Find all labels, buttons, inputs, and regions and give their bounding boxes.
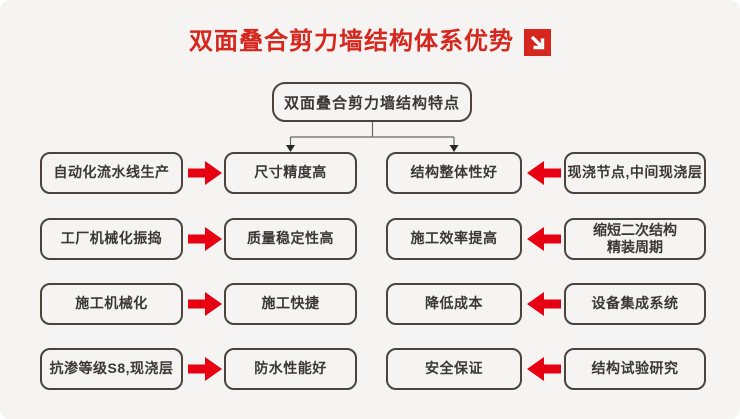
benefit-box-right: 结构整体性好 (386, 152, 522, 194)
page-title-bar: 双面叠合剪力墙结构体系优势 (0, 24, 740, 60)
benefit-box-left: 防水性能好 (224, 348, 357, 390)
benefit-box-right: 降低成本 (386, 283, 522, 325)
source-box-left: 施工机械化 (40, 283, 183, 325)
source-box-right: 结构试验研究 (564, 348, 706, 390)
source-box-left: 工厂机械化振捣 (40, 218, 183, 260)
flow-row: 施工机械化 施工快捷 降低成本 设备集成系统 (0, 283, 740, 325)
arrow-left-icon (527, 357, 561, 381)
arrow-left-icon (527, 292, 561, 316)
flow-row: 自动化流水线生产 尺寸精度高 结构整体性好 现浇节点,中间现浇层 (0, 152, 740, 194)
page-title: 双面叠合剪力墙结构体系优势 (189, 28, 514, 55)
flow-row: 工厂机械化振捣 质量稳定性高 施工效率提高 缩短二次结构 精装周期 (0, 218, 740, 260)
root-node: 双面叠合剪力墙结构特点 (272, 82, 472, 122)
arrow-right-icon (188, 357, 222, 381)
arrow-right-icon (188, 227, 222, 251)
flow-row: 抗渗等级S8,现浇层 防水性能好 安全保证 结构试验研究 (0, 348, 740, 390)
source-box-left: 抗渗等级S8,现浇层 (40, 348, 183, 390)
source-box-right: 现浇节点,中间现浇层 (564, 152, 706, 194)
benefit-box-left: 施工快捷 (224, 283, 357, 325)
arrow-down-right-icon (524, 28, 551, 56)
benefit-box-right: 施工效率提高 (386, 218, 522, 260)
arrow-left-icon (527, 227, 561, 251)
benefit-box-left: 质量稳定性高 (224, 218, 357, 260)
source-box-left: 自动化流水线生产 (40, 152, 183, 194)
benefit-box-left: 尺寸精度高 (224, 152, 357, 194)
arrow-right-icon (188, 292, 222, 316)
arrow-right-icon (188, 161, 222, 185)
arrow-left-icon (527, 161, 561, 185)
source-box-right: 设备集成系统 (564, 283, 706, 325)
benefit-box-right: 安全保证 (386, 348, 522, 390)
source-box-right: 缩短二次结构 精装周期 (564, 218, 706, 260)
